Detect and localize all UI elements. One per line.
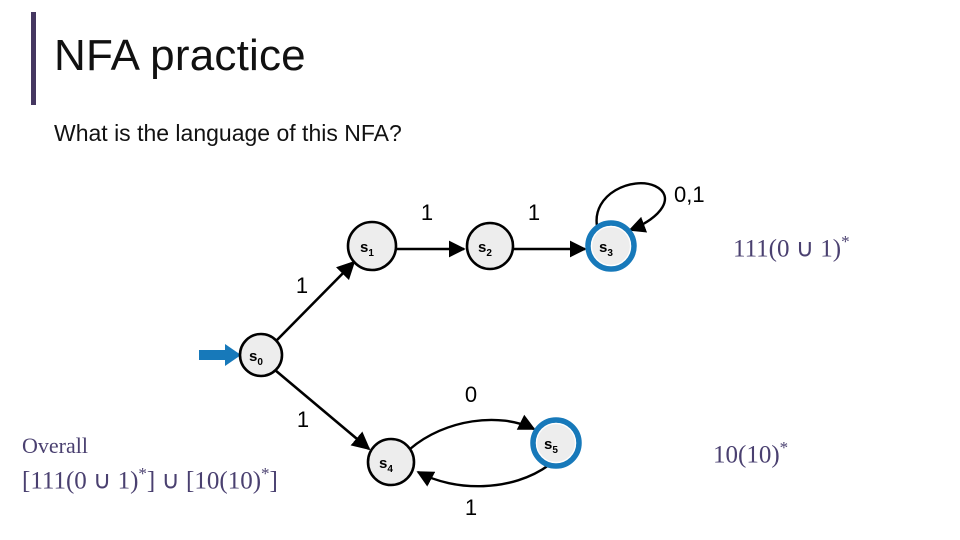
edge-s4-s5	[409, 414, 536, 450]
overall-expression: [111(0 ∪ 1)*] ∪ [10(10)*]	[22, 459, 278, 496]
regex-top-right-star: *	[841, 232, 850, 251]
regex-top-right-body: 111(0 ∪ 1)	[733, 235, 842, 263]
state-s5-accepting[interactable]: s5	[530, 417, 582, 469]
overall-expr-part1: [111(0 ∪ 1)	[22, 467, 139, 495]
edge-label-s5-s4: 1	[465, 495, 477, 520]
regex-annotation-top-right: 111(0 ∪ 1)*	[733, 232, 850, 263]
overall-expr-star2: *	[261, 464, 270, 483]
edge-label-s0-s1: 1	[296, 273, 308, 298]
state-s4[interactable]: s4	[366, 437, 416, 487]
edge-label-s1-s2: 1	[421, 200, 433, 225]
overall-heading: Overall	[22, 433, 88, 458]
edge-s0-s4	[274, 369, 371, 451]
slide-subtitle: What is the language of this NFA?	[54, 120, 402, 146]
state-s3-accepting[interactable]: s3	[585, 220, 637, 272]
overall-annotation: Overall [111(0 ∪ 1)*] ∪ [10(10)*]	[22, 433, 278, 496]
overall-expr-star1: *	[138, 464, 147, 483]
edge-label-s3-self: 0,1	[674, 182, 705, 207]
edge-s0-s1	[276, 260, 356, 341]
overall-expr-part2: ] ∪ [10(10)	[146, 467, 262, 495]
edge-label-s0-s4: 1	[297, 407, 309, 432]
edge-s5-s4	[416, 464, 550, 488]
edge-label-s4-s5: 0	[465, 382, 477, 407]
regex-annotation-bottom-right: 10(10)*	[713, 438, 788, 469]
edge-label-s2-s3: 1	[528, 200, 540, 225]
regex-bottom-right-body: 10(10)	[713, 441, 780, 469]
state-s2[interactable]: s2	[465, 221, 515, 271]
overall-expr-part3: ]	[269, 467, 278, 495]
page-title: NFA practice	[54, 31, 306, 80]
state-s0[interactable]: s0	[238, 332, 284, 378]
regex-bottom-right-star: *	[779, 438, 789, 457]
start-arrow	[199, 344, 241, 366]
edge-s3-self-loop	[595, 182, 667, 233]
state-s1[interactable]: s1	[346, 220, 398, 272]
title-accent-bar	[31, 12, 36, 105]
